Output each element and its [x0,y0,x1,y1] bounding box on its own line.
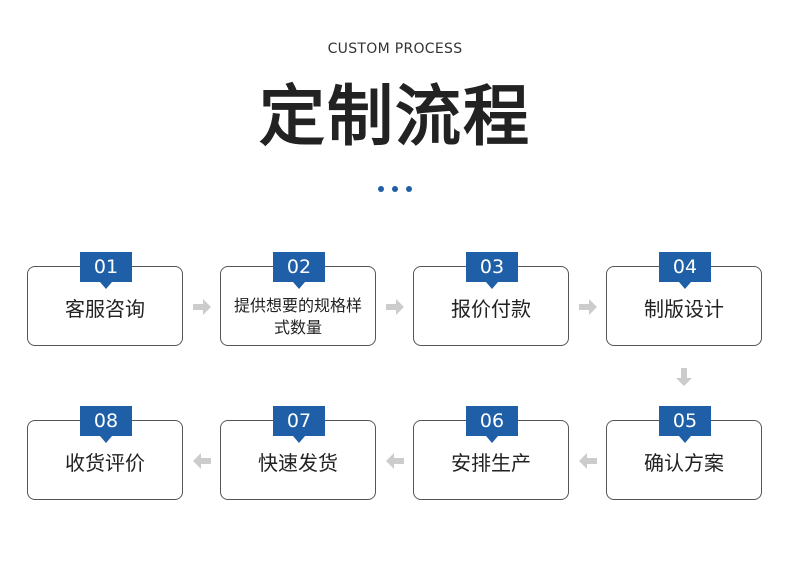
step-number-badge: 02 [273,252,325,289]
subtitle: CUSTOM PROCESS [327,41,463,57]
arrow-left-icon [193,453,211,469]
step-08: 08 收货评价 [27,406,183,500]
decorative-dots [378,186,412,192]
arrow-right-icon [386,299,404,315]
step-label: 提供想要的规格样式数量 [233,296,362,337]
step-number-badge: 04 [659,252,711,289]
step-number-badge: 05 [659,406,711,443]
arrow-left-icon [579,453,597,469]
arrow-down-icon [676,368,692,386]
step-03: 03 报价付款 [413,252,569,346]
step-number-badge: 03 [466,252,518,289]
step-04: 04 制版设计 [606,252,762,346]
step-label: 快速发货 [258,451,338,475]
step-number-badge: 06 [466,406,518,443]
arrow-right-icon [193,299,211,315]
step-label: 安排生产 [451,451,531,475]
arrow-left-icon [386,453,404,469]
step-label: 客服咨询 [65,297,145,321]
step-07: 07 快速发货 [220,406,376,500]
step-06: 06 安排生产 [413,406,569,500]
step-label: 报价付款 [451,297,531,321]
step-label: 收货评价 [65,451,145,475]
dot-icon [392,186,398,192]
step-number-badge: 08 [80,406,132,443]
step-05: 05 确认方案 [606,406,762,500]
arrow-right-icon [579,299,597,315]
dot-icon [406,186,412,192]
step-02: 02 提供想要的规格样式数量 [220,252,376,346]
dot-icon [378,186,384,192]
step-number-badge: 01 [80,252,132,289]
page-title: 定制流程 [259,78,531,155]
step-number-badge: 07 [273,406,325,443]
step-label: 确认方案 [644,451,724,475]
step-label: 制版设计 [644,297,724,321]
step-01: 01 客服咨询 [27,252,183,346]
